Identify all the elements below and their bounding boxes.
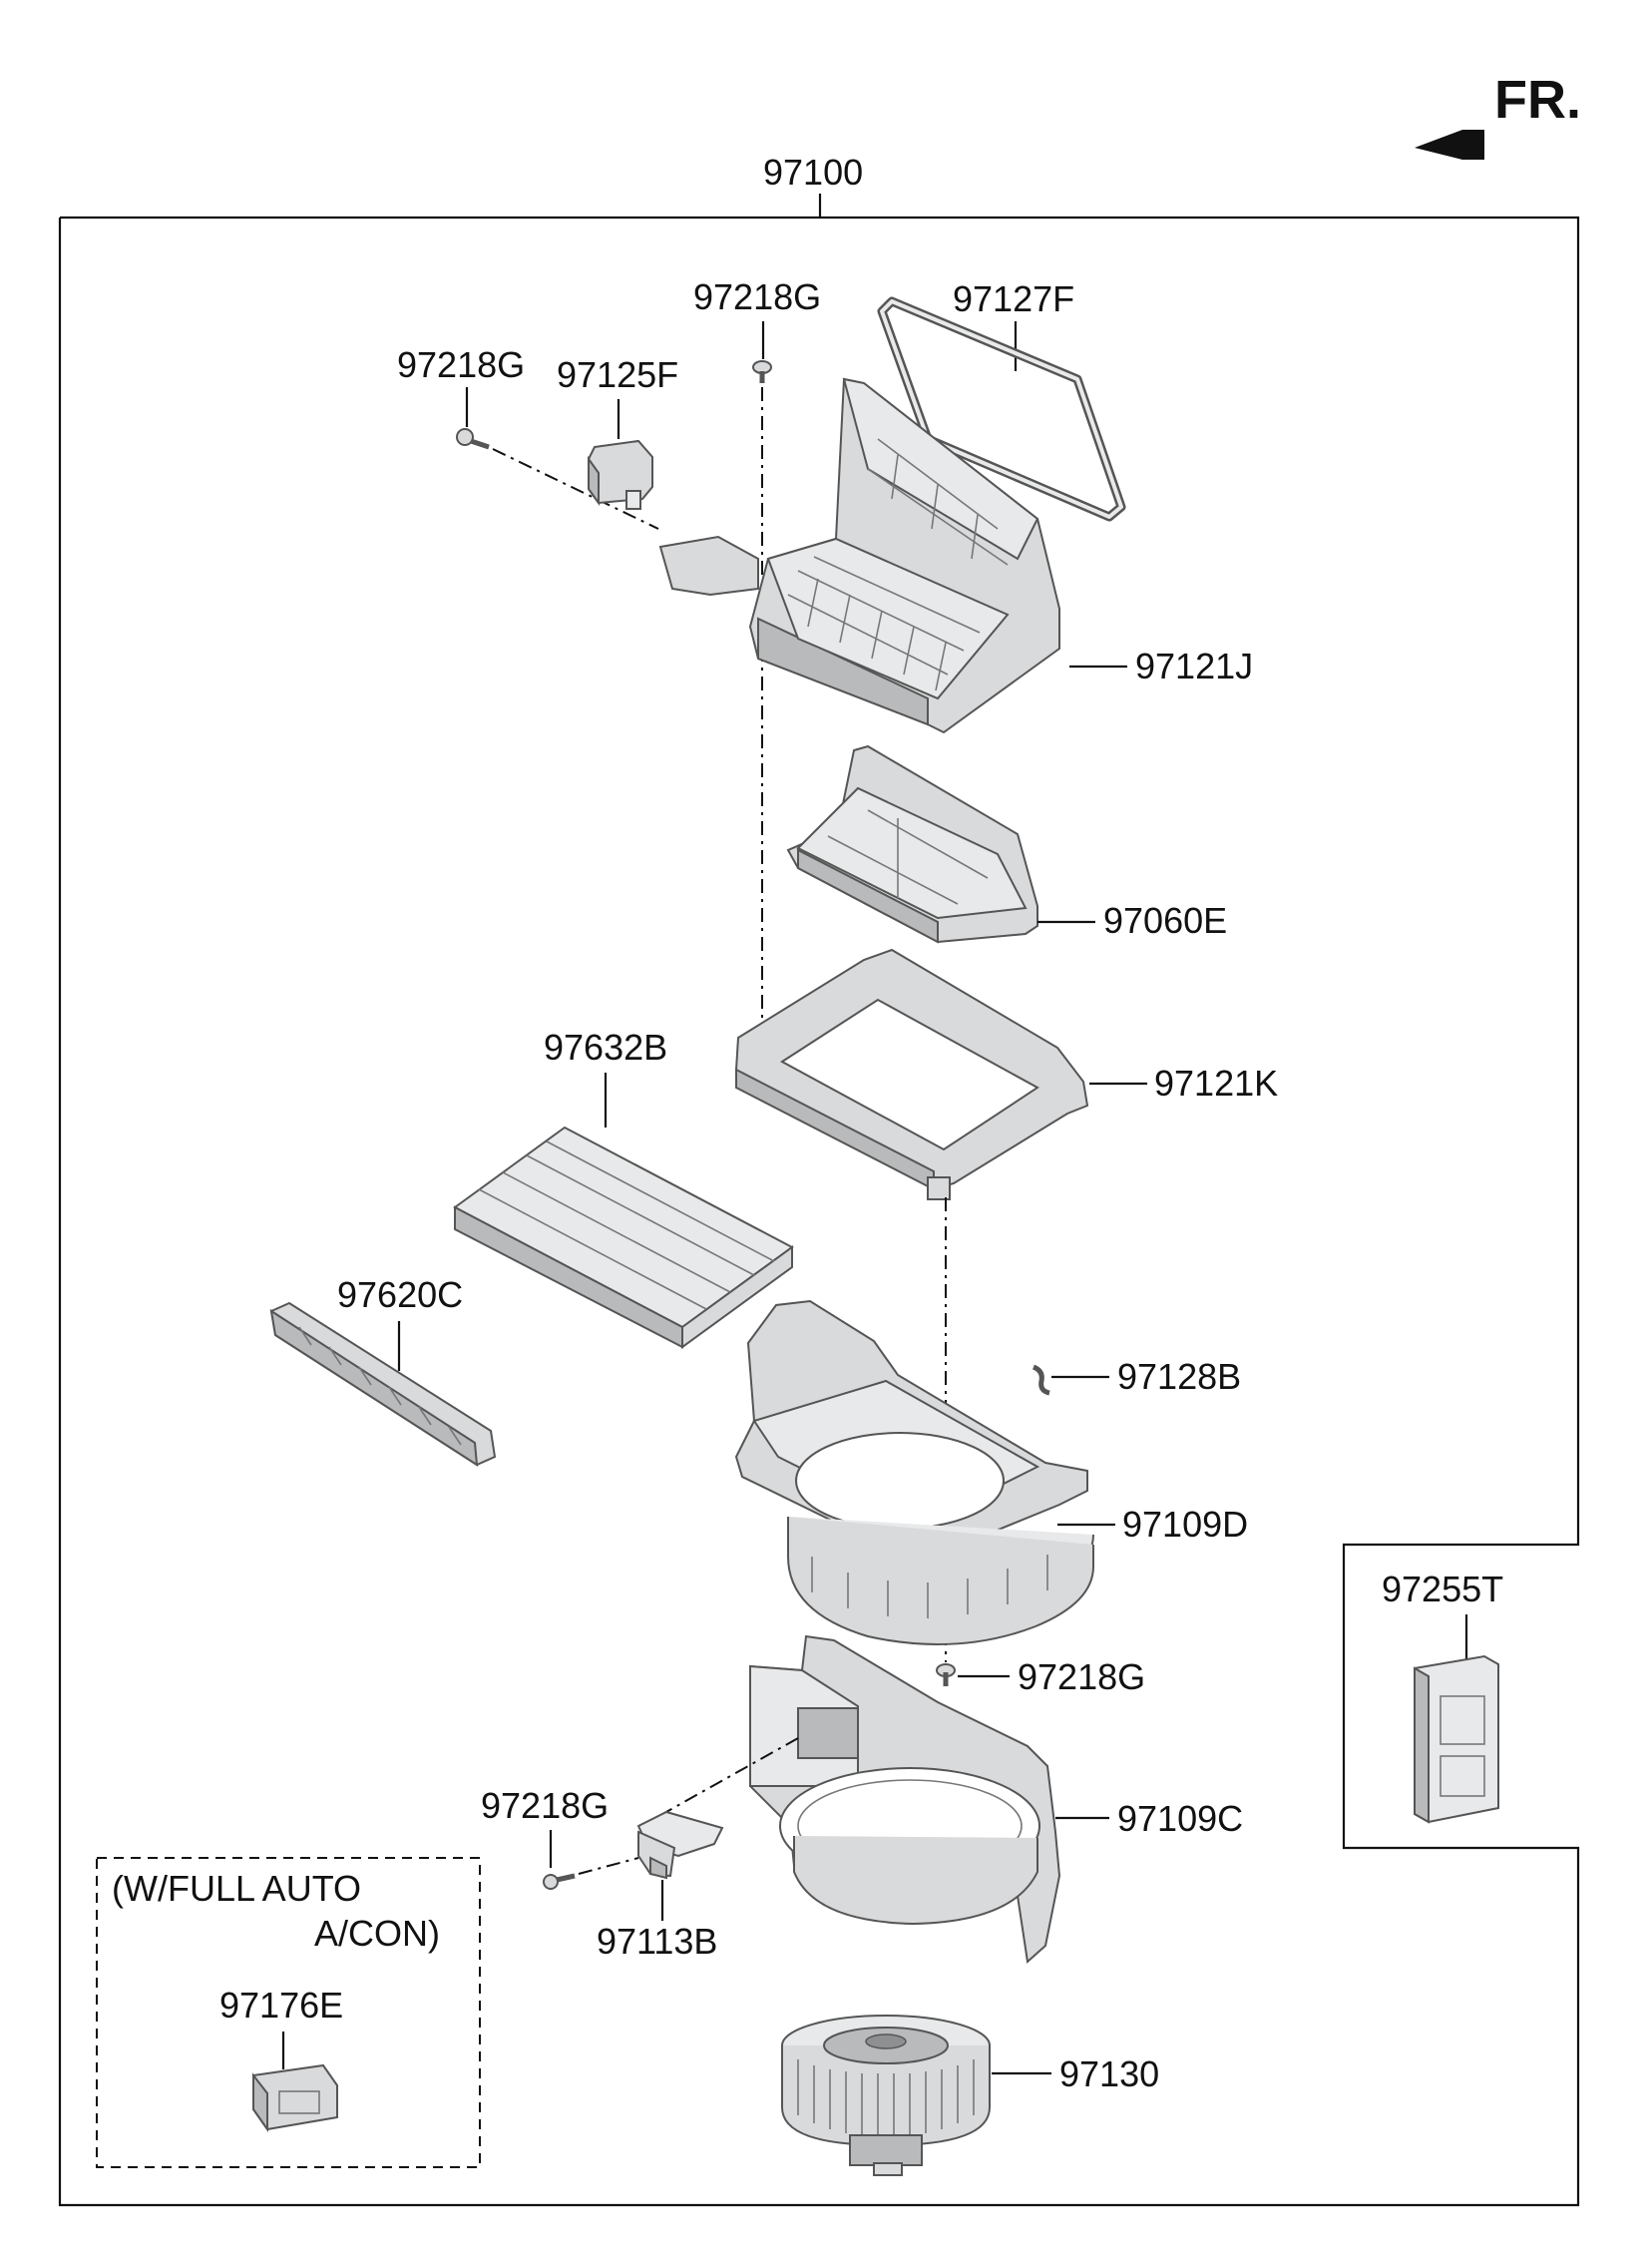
upper-case-part: [658, 377, 1060, 734]
clip-part: [1032, 1364, 1050, 1396]
label-97218g-resistor: 97218G: [481, 1785, 609, 1826]
filter-cover-part: [269, 1301, 497, 1467]
label-97113b: 97113B: [597, 1921, 717, 1962]
label-97109d: 97109D: [1122, 1504, 1248, 1545]
label-97060e: 97060E: [1103, 900, 1227, 941]
filter-frame-part: [734, 948, 1089, 1200]
option-note-line2: A/CON): [314, 1913, 440, 1954]
blower-case-lower-part: [749, 1634, 1061, 1964]
label-97109c: 97109C: [1117, 1798, 1243, 1839]
label-97128b: 97128B: [1117, 1356, 1241, 1397]
label-97121k: 97121K: [1154, 1063, 1278, 1104]
assembly-label: 97100: [763, 152, 863, 193]
label-97255t: 97255T: [1382, 1569, 1503, 1609]
side-module-part: [1414, 1654, 1499, 1824]
screw-top-center: [752, 360, 772, 383]
label-97620c: 97620C: [337, 1274, 463, 1315]
screw-mid-right: [936, 1663, 956, 1686]
resistor-part: [636, 1810, 724, 1880]
label-97632b: 97632B: [544, 1027, 667, 1068]
gasket-part: [877, 296, 1126, 522]
cabin-filter-part: [453, 1126, 794, 1349]
option-note-line1: (W/FULL AUTO: [112, 1868, 361, 1909]
intake-door-part: [786, 744, 1038, 944]
label-97176e: 97176E: [219, 1985, 343, 2026]
front-direction-arrow-icon: [1415, 130, 1484, 160]
label-97130: 97130: [1059, 2053, 1159, 2094]
actuator-part: [588, 439, 653, 510]
blower-case-upper-part: [734, 1299, 1094, 1645]
label-97127f: 97127F: [953, 278, 1074, 319]
assembly-frame: [58, 216, 1580, 2207]
blower-motor-part: [781, 2015, 991, 2176]
label-97218g-top-left: 97218G: [397, 344, 525, 385]
label-97218g-mid-right: 97218G: [1018, 1656, 1145, 1697]
option-box: [96, 1857, 481, 2168]
auto-sensor-part: [252, 2063, 338, 2133]
screw-resistor: [543, 1873, 576, 1890]
screw-top-left: [456, 428, 490, 450]
label-97121j: 97121J: [1135, 646, 1253, 686]
orientation-label: FR.: [1494, 70, 1581, 130]
label-97218g-top-center: 97218G: [693, 276, 821, 317]
label-97125f: 97125F: [557, 354, 678, 395]
